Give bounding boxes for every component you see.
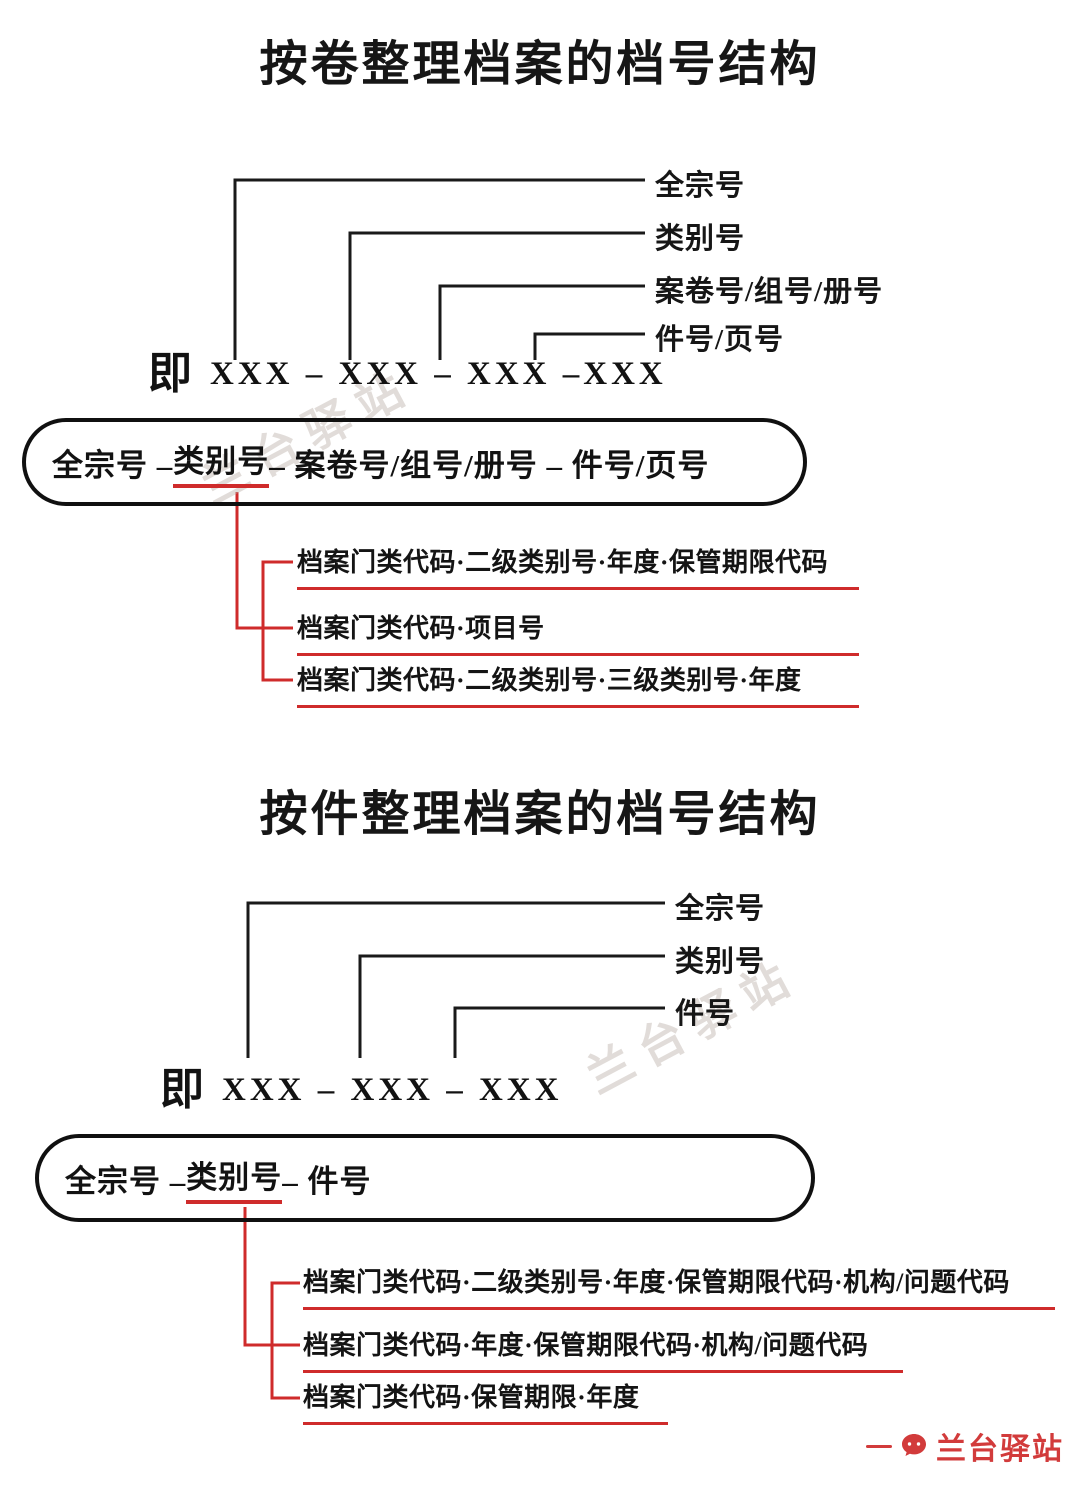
box-highlight-category: 类别号	[186, 1152, 283, 1204]
formula-volume: 即 XXX – XXX – XXX –XXX	[148, 352, 667, 396]
footer-brand: 兰台驿站	[866, 1424, 1064, 1468]
branch-item-1: 档案门类代码·二级类别号·年度·保管期限代码·机构/问题代码	[303, 1262, 1055, 1310]
formula-item: 即 XXX – XXX – XXX	[160, 1068, 562, 1112]
bracket-line-leibie-2	[358, 954, 665, 1058]
box-highlight-category: 类别号	[173, 436, 270, 488]
box-post-text: – 案卷号/组号/册号 – 件号/页号	[269, 447, 710, 483]
label-fonds-number-2: 全宗号	[675, 893, 766, 925]
bracket-line-anjuan-1	[438, 284, 645, 360]
label-fonds-number-1: 全宗号	[655, 170, 746, 202]
branch-volume-1: 档案门类代码·二级类别号·年度·保管期限代码	[297, 542, 859, 590]
label-item-number-2: 件号	[675, 998, 736, 1030]
bracket-line-quanzong-1	[233, 178, 645, 360]
branch-item-3: 档案门类代码·保管期限·年度	[303, 1377, 668, 1425]
box-post-text: – 件号	[282, 1163, 372, 1199]
bracket-line-quanzong-2	[246, 901, 665, 1058]
box-pre-text: 全宗号 –	[52, 447, 174, 483]
wechat-icon	[899, 1431, 929, 1461]
footer-divider-line	[866, 1444, 892, 1448]
red-connector-main-1	[235, 492, 293, 630]
archive-number-box-volume: 全宗号 – 类别号 – 案卷号/组号/册号 – 件号/页号	[22, 418, 807, 506]
brand-name: 兰台驿站	[936, 1433, 1064, 1466]
archive-number-box-item: 全宗号 – 类别号 – 件号	[35, 1134, 815, 1222]
formula-placeholders: XXX – XXX – XXX	[222, 1072, 563, 1109]
label-category-number-1: 类别号	[655, 223, 746, 255]
section-item-title: 按件整理档案的档号结构	[259, 788, 821, 841]
bracket-line-leibie-1	[348, 231, 645, 360]
branch-volume-3: 档案门类代码·二级类别号·三级类别号·年度	[297, 660, 859, 708]
bracket-line-jianhao-2	[453, 1006, 665, 1058]
label-file-group-book-number: 案卷号/组号/册号	[655, 276, 884, 308]
label-item-page-number: 件号/页号	[655, 324, 785, 356]
formula-prefix: 即	[160, 1065, 204, 1114]
branch-volume-2: 档案门类代码·项目号	[297, 608, 859, 656]
section-volume-title: 按卷整理档案的档号结构	[259, 38, 821, 91]
bracket-line-jianhao-1	[533, 332, 645, 360]
formula-placeholders: XXX – XXX – XXX –XXX	[210, 356, 667, 393]
red-connector-bracket-1	[261, 560, 293, 682]
box-pre-text: 全宗号 –	[65, 1163, 187, 1199]
branch-item-2: 档案门类代码·年度·保管期限代码·机构/问题代码	[303, 1325, 903, 1373]
formula-prefix: 即	[148, 349, 192, 398]
red-connector-main-2	[243, 1207, 300, 1347]
label-category-number-2: 类别号	[675, 946, 766, 978]
red-connector-bracket-2	[270, 1281, 300, 1400]
